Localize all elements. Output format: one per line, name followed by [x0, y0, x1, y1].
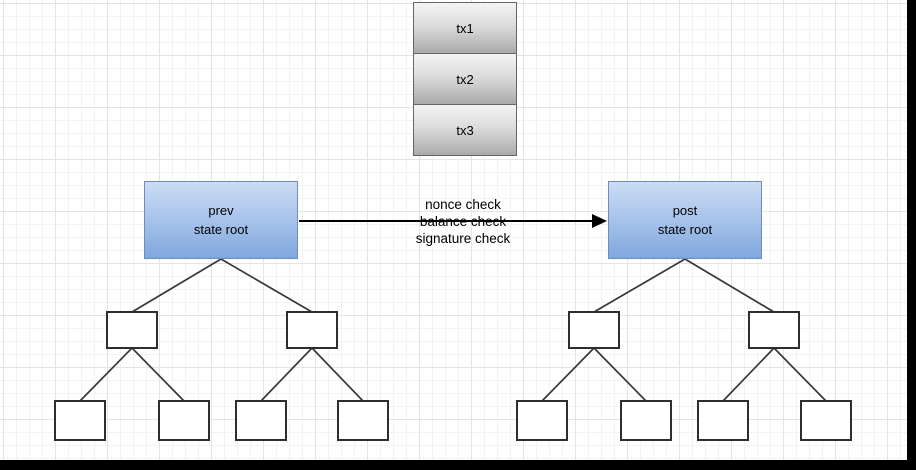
arrow-label-balance: balance check [419, 214, 507, 229]
tree-edge [722, 347, 775, 402]
tree-edge [541, 347, 595, 402]
tree-node[interactable] [697, 400, 749, 441]
window-edge-bottom [0, 460, 916, 470]
tx1-box[interactable]: tx1 [413, 2, 517, 54]
tree-edge [593, 347, 647, 402]
post-state-root-box[interactable]: post state root [608, 181, 762, 259]
left-tree-edges [79, 258, 364, 402]
tree-edge [593, 258, 686, 313]
tree-node[interactable] [620, 400, 672, 441]
transition-arrow[interactable] [299, 214, 607, 228]
window-edge-right [907, 0, 916, 470]
tree-edge [131, 258, 222, 313]
tree-node[interactable] [106, 311, 158, 349]
tx3-box[interactable]: tx3 [413, 104, 517, 156]
arrow-label-signature: signature check [415, 231, 511, 246]
arrowhead-icon [592, 214, 607, 228]
tree-edge [684, 258, 775, 313]
tree-node[interactable] [54, 400, 106, 441]
tree-edge [220, 258, 313, 313]
tree-node[interactable] [516, 400, 568, 441]
transition-arrow-labels: nonce check balance check signature chec… [363, 196, 563, 247]
tree-node[interactable] [286, 311, 338, 349]
tree-edge [260, 347, 313, 402]
tree-edge [131, 347, 185, 402]
tree-edge [311, 347, 364, 402]
tree-node[interactable] [235, 400, 287, 441]
arrow-label-nonce: nonce check [425, 197, 501, 212]
tree-edge [773, 347, 827, 402]
prev-state-root-box[interactable]: prev state root [144, 181, 298, 259]
tree-node[interactable] [158, 400, 210, 441]
tree-node[interactable] [748, 311, 800, 349]
tx2-box[interactable]: tx2 [413, 53, 517, 105]
tree-node[interactable] [337, 400, 389, 441]
tree-node[interactable] [568, 311, 620, 349]
right-tree-edges [541, 258, 827, 402]
tree-edge [79, 347, 133, 402]
tree-node[interactable] [800, 400, 852, 441]
